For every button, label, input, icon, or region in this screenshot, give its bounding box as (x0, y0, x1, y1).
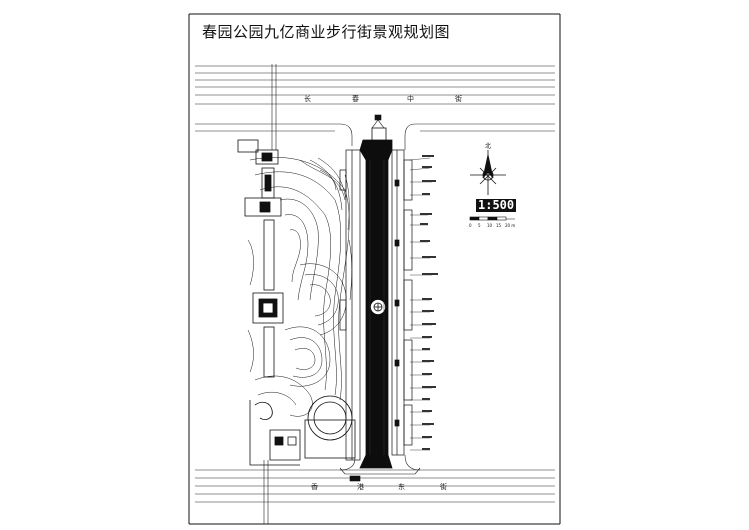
road-top (195, 64, 555, 150)
annotation-leaders (409, 157, 432, 451)
scale-tick-3: 15 (496, 223, 502, 228)
right-buildings (391, 149, 413, 456)
scale-bar-ticks: 0 5 10 15 20 m (469, 223, 515, 228)
scale-label: 1:500 (476, 198, 517, 212)
road-bottom (195, 454, 555, 524)
north-label: 北 (485, 142, 491, 150)
drawing-title: 春园公园九亿商业步行街景观规划图 (202, 23, 451, 41)
annotation-marks (420, 155, 438, 450)
left-buildings (237, 139, 284, 378)
street-char-7: 东 (398, 482, 405, 491)
sheet-frame (188, 13, 561, 525)
street-char-5: 香 (311, 482, 318, 491)
fountain-icon (373, 302, 383, 312)
scale-tick-2: 10 (487, 223, 493, 228)
street-char-6: 港 (357, 482, 364, 491)
scale-tick-1: 5 (478, 223, 481, 228)
round-plaza (249, 395, 356, 466)
pedestrian-street (359, 127, 393, 469)
scale-bar (469, 216, 515, 221)
street-name-top: 长 春 中 街 (304, 94, 462, 103)
street-char-8: 街 (440, 482, 447, 491)
scale-tick-4: 20 m (505, 223, 515, 228)
left-street-buildings (339, 149, 361, 461)
scale-tick-0: 0 (469, 223, 472, 228)
top-entrance (371, 114, 385, 129)
street-char-1: 长 (304, 94, 311, 103)
street-char-2: 春 (352, 94, 359, 103)
bottom-entrance (339, 467, 421, 482)
street-char-3: 中 (407, 94, 414, 103)
park-contours (247, 157, 352, 417)
street-name-bottom: 香 港 东 街 (311, 482, 447, 491)
street-char-4: 街 (455, 94, 462, 103)
north-arrow-icon (470, 150, 506, 195)
